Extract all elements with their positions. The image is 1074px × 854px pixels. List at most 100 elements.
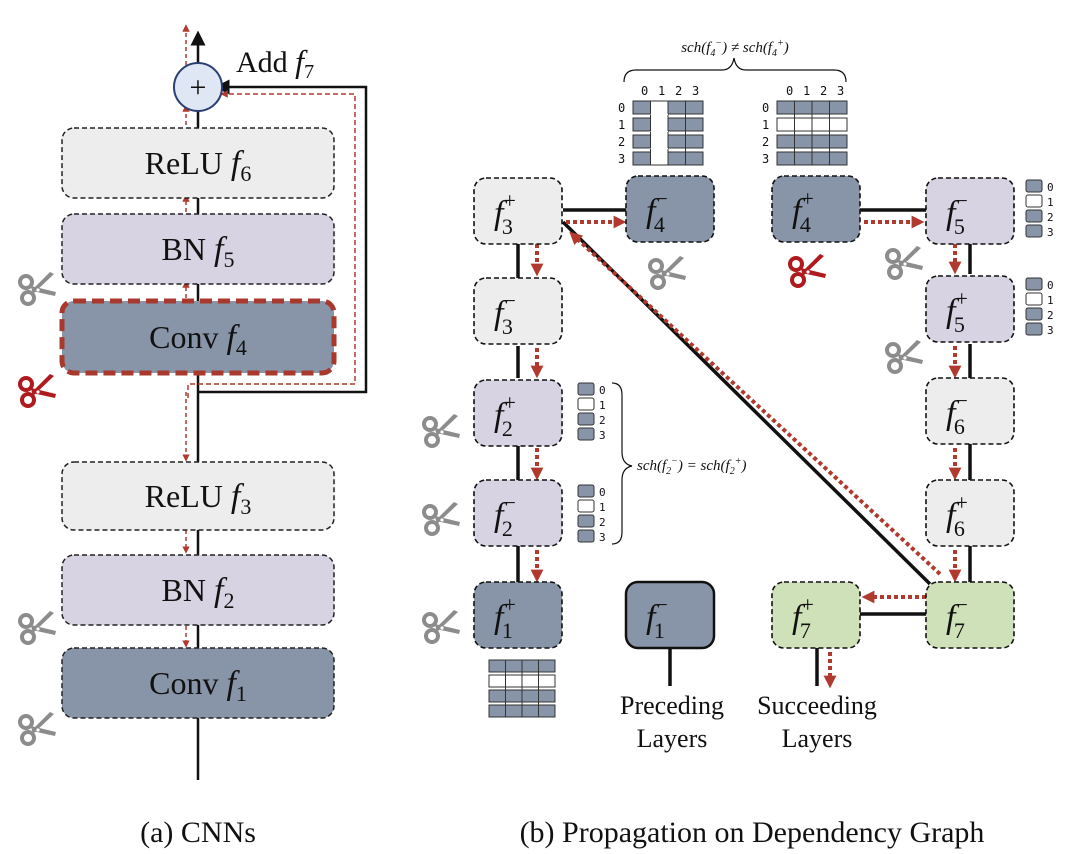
succeeding-label: Succeeding: [757, 691, 877, 720]
graph-node: f+6: [925, 479, 1015, 547]
cnn-layer-box: ReLU f3: [61, 461, 335, 531]
graph-node: f−1: [624, 580, 716, 650]
add-plus-symbol: +: [190, 71, 207, 104]
schedule-grid-f4-minus: 0 1 2 3 0 1 2 3: [618, 84, 704, 166]
svg-text:2: 2: [1047, 309, 1054, 322]
graph-node: f−6: [925, 377, 1015, 445]
svg-text:3: 3: [762, 152, 769, 166]
svg-text:0: 0: [762, 101, 769, 115]
cnn-layer-label: ReLU f3: [145, 478, 252, 519]
svg-text:0: 0: [1047, 181, 1054, 194]
brace-top-label: sch(f4−) ≠ sch(f4+): [681, 38, 789, 59]
svg-text:1: 1: [618, 118, 625, 132]
graph-node-label: f−7: [946, 592, 968, 643]
scissors-icon: [788, 252, 828, 288]
svg-text:1: 1: [1047, 196, 1054, 209]
schedule-strip: 0 1 2 3: [1025, 179, 1054, 239]
schedule-strip: 0 1 2 3: [577, 382, 606, 442]
svg-text:3: 3: [618, 152, 625, 166]
cnn-layer-box: BN f2: [61, 554, 335, 626]
svg-text:3: 3: [599, 531, 606, 544]
graph-node-label: f+1: [494, 592, 516, 643]
schedule-grid-f1-plus: [488, 659, 556, 718]
svg-text:1: 1: [1047, 294, 1054, 307]
scissors-icon: [422, 608, 462, 644]
graph-propagation: [530, 215, 962, 689]
svg-text:2: 2: [599, 516, 606, 529]
cnn-layer-box: ReLU f6: [61, 127, 335, 199]
preceding-label: Preceding: [620, 691, 724, 720]
graph-node: f−7: [925, 581, 1015, 649]
scissors-icon: [885, 244, 925, 280]
svg-text:0: 0: [618, 101, 625, 115]
scissors-icon: [18, 372, 58, 408]
cnn-skip-connection: [198, 79, 368, 394]
add-node: [173, 62, 223, 112]
cnn-layer-label: BN f5: [162, 231, 235, 272]
svg-text:2: 2: [618, 135, 625, 149]
graph-node-label: f+5: [946, 286, 968, 337]
cnn-layer-box: BN f5: [61, 213, 335, 285]
graph-node: f+4: [771, 175, 861, 243]
svg-text:3: 3: [599, 429, 606, 442]
graph-edges: [516, 208, 972, 686]
brace-mid-label: sch(f2−) = sch(f2+): [637, 456, 746, 477]
svg-text:1: 1: [599, 399, 606, 412]
svg-text:3: 3: [692, 84, 699, 98]
graph-node-label: f+7: [792, 592, 814, 643]
scissors-icon: [18, 270, 58, 306]
graph-node-label: f−5: [946, 188, 968, 239]
graph-node-label: f−4: [646, 186, 668, 237]
scissors-icon: [422, 412, 462, 448]
scissors-icon: [648, 254, 688, 290]
svg-text:1: 1: [658, 84, 665, 98]
graph-node-label: f+3: [494, 188, 516, 239]
cnn-skip-propagation: [187, 90, 356, 398]
graph-node-label: f+2: [494, 390, 516, 441]
cnn-caption: (a) CNNs: [140, 816, 256, 849]
succeeding-label-2: Layers: [782, 724, 853, 753]
graph-node: f+5: [925, 275, 1015, 343]
svg-text:1: 1: [762, 118, 769, 132]
brace-top: [623, 57, 847, 83]
graph-node: f−3: [473, 277, 563, 345]
cnn-layer-box: Conv f4: [59, 298, 337, 376]
graph-node: f−5: [925, 177, 1015, 245]
svg-text:0: 0: [599, 486, 606, 499]
scissors-icon: [885, 338, 925, 374]
scissors-icon: [18, 609, 58, 645]
svg-text:0: 0: [599, 384, 606, 397]
cnn-layer-box: Conv f1: [61, 647, 335, 719]
graph-node-label: f+6: [946, 490, 968, 541]
cnn-layer-label: Conv f1: [149, 665, 247, 706]
graph-node: f−4: [625, 175, 715, 243]
svg-text:3: 3: [837, 84, 844, 98]
svg-text:0: 0: [786, 84, 793, 98]
svg-text:3: 3: [1047, 226, 1054, 239]
graph-node: f−2: [473, 479, 563, 547]
add-label: Add f7: [236, 43, 314, 83]
graph-caption: (b) Propagation on Dependency Graph: [520, 816, 985, 849]
graph-node-label: f−2: [494, 490, 516, 541]
svg-text:0: 0: [1047, 279, 1054, 292]
graph-node-label: f−6: [946, 388, 968, 439]
svg-text:2: 2: [599, 414, 606, 427]
svg-text:2: 2: [1047, 211, 1054, 224]
cnn-layer-label: Conv f4: [149, 319, 247, 360]
graph-node: f+2: [473, 379, 563, 447]
graph-node-label: f+4: [792, 186, 814, 237]
svg-text:2: 2: [820, 84, 827, 98]
schedule-grid-f4-plus: 0 1 2 3 0 1 2 3: [762, 84, 848, 166]
graph-node: f+7: [771, 581, 861, 649]
scissors-icon: [18, 710, 58, 746]
cnn-panel: + Add f7 ReLU f6 BN f5 Conv f4 ReLU f3 BN f2…: [18, 24, 368, 849]
svg-text:2: 2: [675, 84, 682, 98]
brace-mid: [611, 382, 633, 545]
svg-text:2: 2: [762, 135, 769, 149]
graph-panel: f+3 f−4 f+4 f−5 f−3 f+5 f+2 f−6 f−2 f+6 f+1 f−1 f+7 f…: [422, 38, 1054, 849]
svg-text:1: 1: [599, 501, 606, 514]
cnn-layer-label: BN f2: [162, 572, 235, 613]
schedule-strip: 0 1 2 3: [577, 484, 606, 544]
svg-text:1: 1: [803, 84, 810, 98]
